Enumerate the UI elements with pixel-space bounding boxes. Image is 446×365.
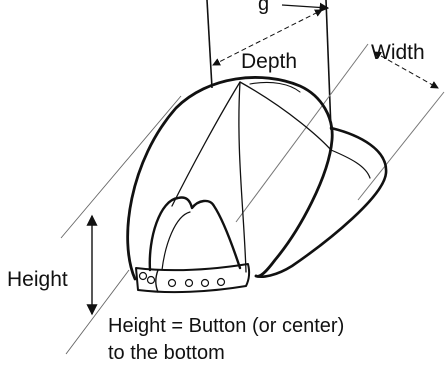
width-guide-inner [357,91,445,201]
cap-brim [254,126,388,278]
cap-seam-2 [238,81,247,273]
height-label: Height [7,268,68,291]
snap-hole [184,278,194,288]
width-arrow [373,51,439,89]
width-guide-outer [235,43,369,223]
snap-hole [216,277,226,287]
cap-strap [135,263,251,294]
depth-guide-left [206,0,213,89]
top-partial-label: g [258,0,269,15]
cap-strap-divider [155,269,159,293]
height-note-line2: to the bottom [108,342,225,364]
cap-seam-1 [171,81,241,207]
height-note-line1: Height = Button (or center) [108,315,344,337]
cap-seam-4 [249,81,301,93]
cap-crown [126,76,334,281]
depth-label: Depth [241,50,297,73]
snap-hole [146,275,156,285]
width-label: Width [371,41,425,64]
left-guide-upper [60,95,182,239]
snap-hole [167,278,177,288]
cap-illustration [126,76,388,294]
snap-hole [138,271,148,281]
cap-brim-inner [330,149,371,179]
depth-guide-right [325,0,332,131]
top-measure-arrow [281,2,330,13]
snap-hole [200,278,210,288]
cap-back-opening [148,196,242,272]
cap-snap-holes [138,271,226,288]
depth-arrow [212,9,323,66]
cap-back-inner [161,211,191,271]
cap-seam-3 [239,81,332,151]
